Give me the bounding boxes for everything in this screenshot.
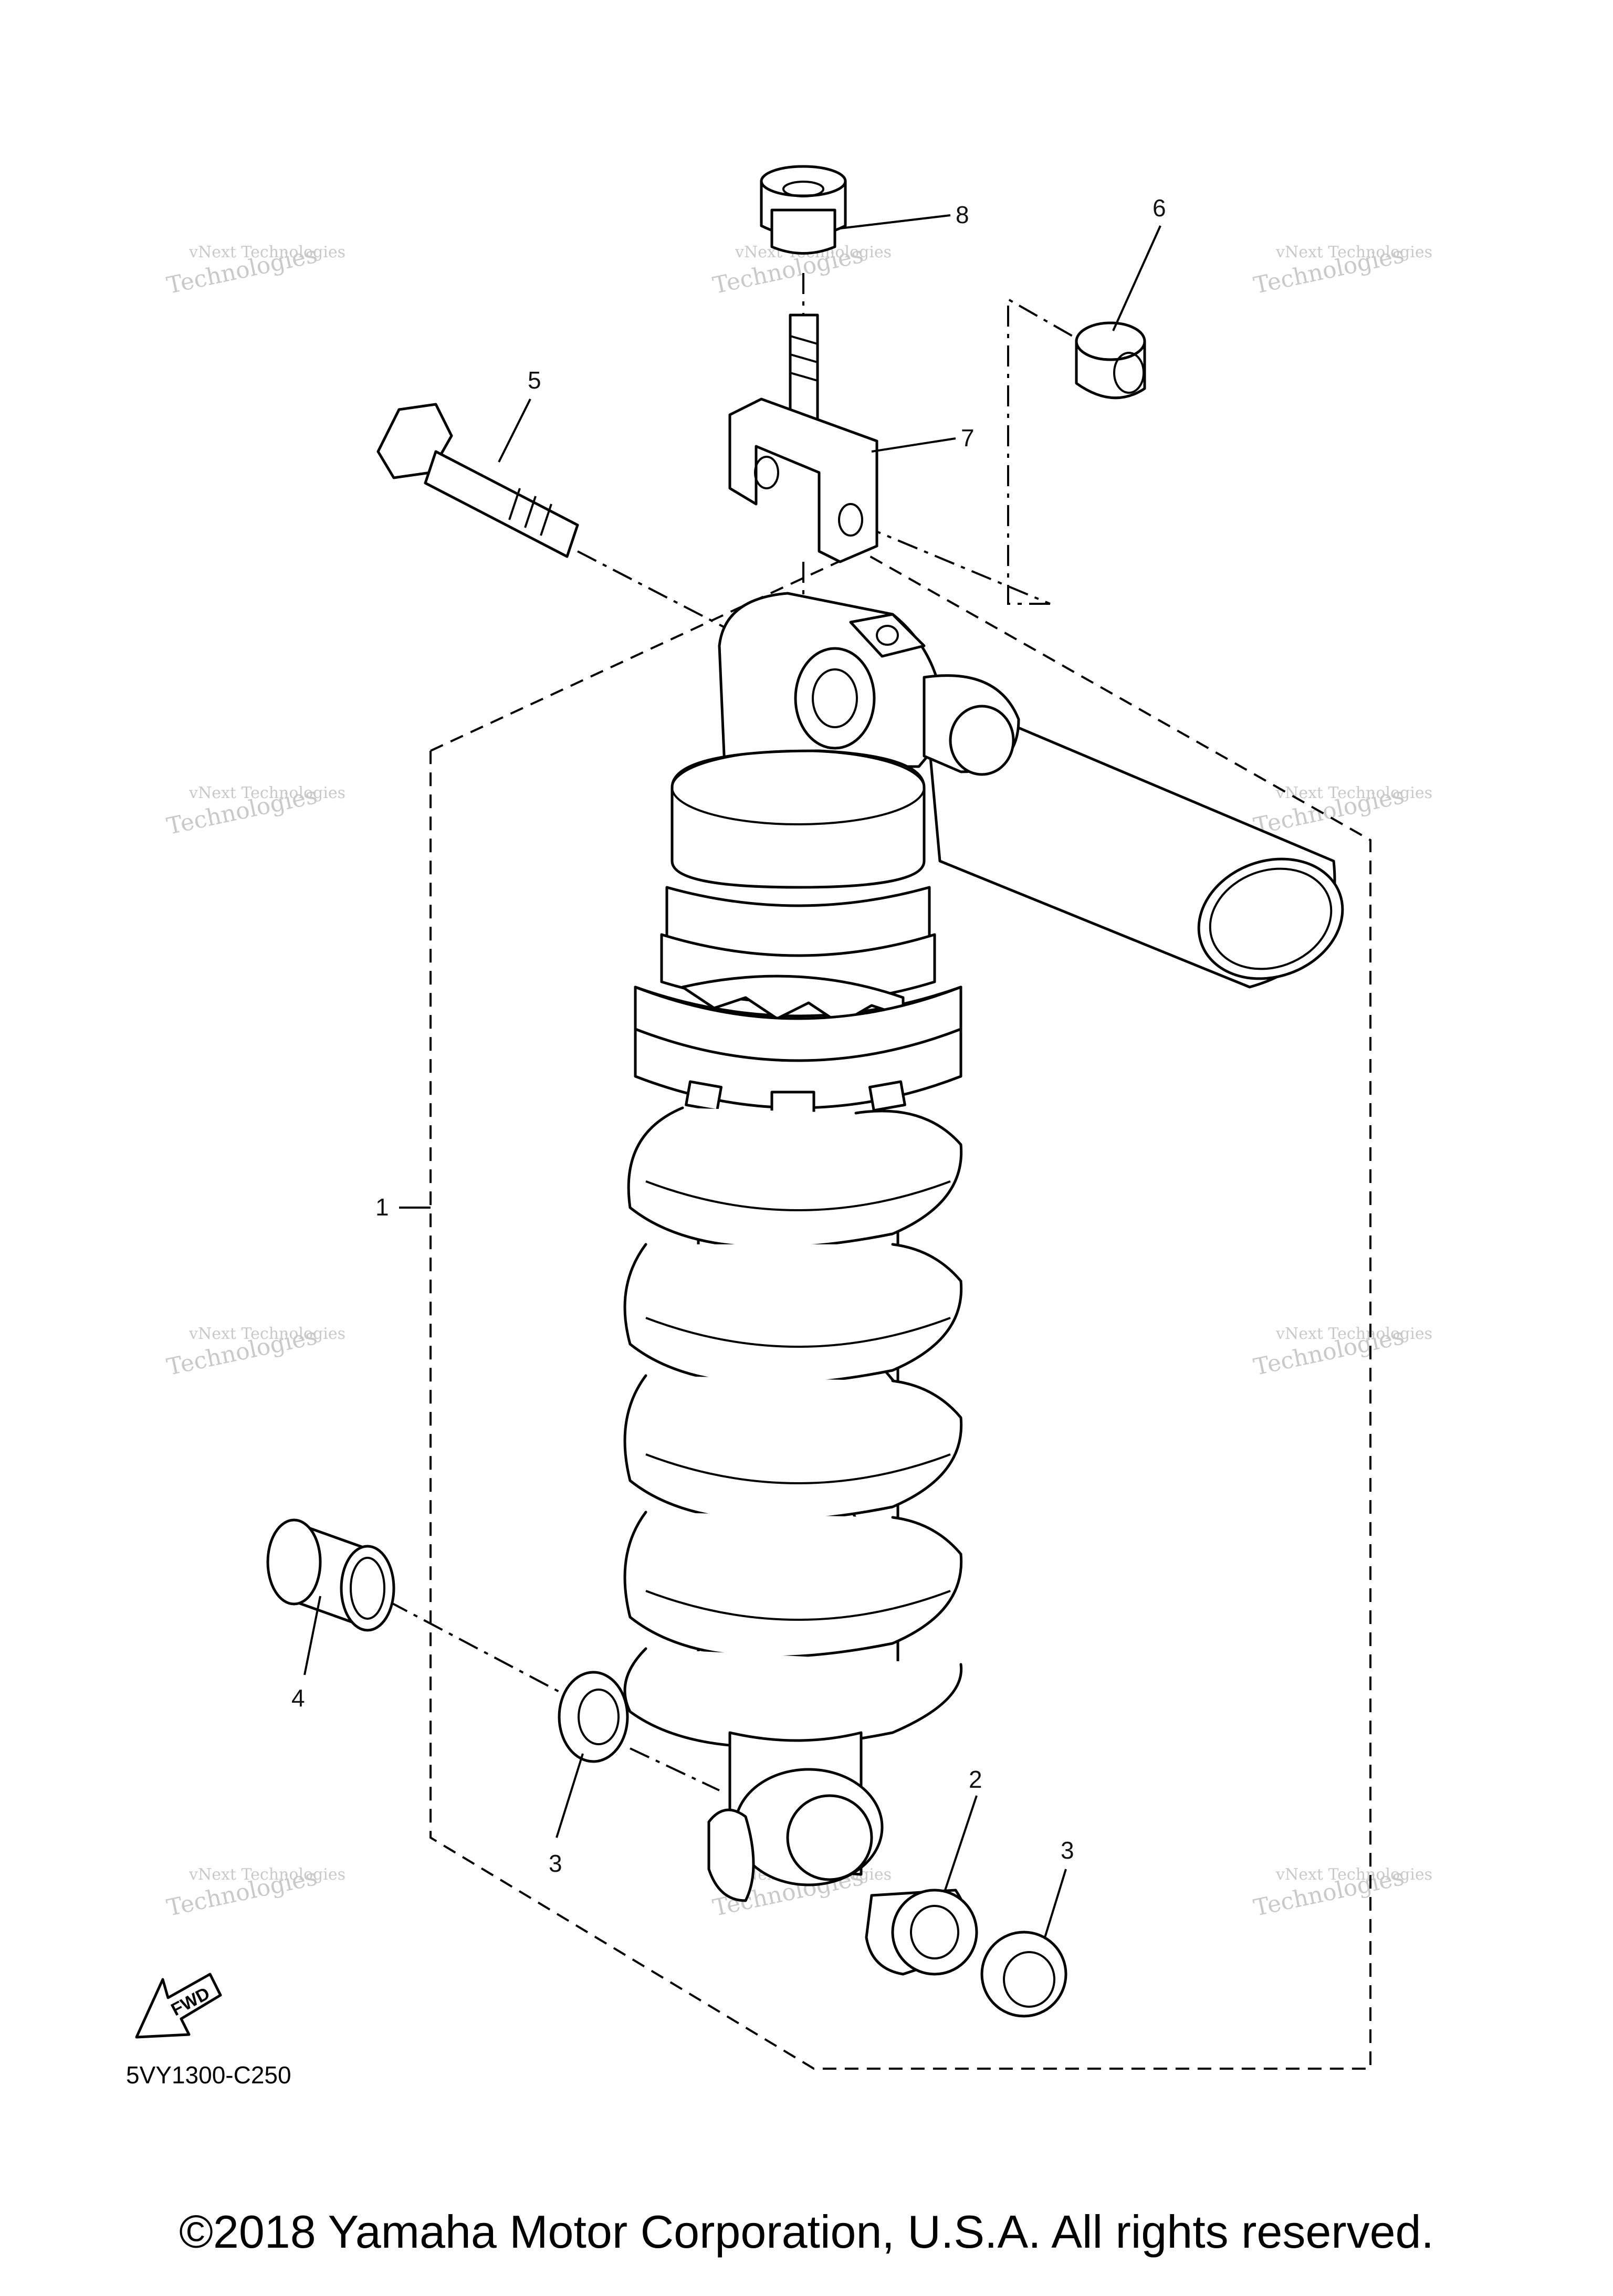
part-4-bearing bbox=[266, 1518, 395, 1632]
part-label-8: 8 bbox=[956, 201, 969, 228]
part-label-3-right: 3 bbox=[1061, 1837, 1074, 1864]
part-label-2: 2 bbox=[969, 1766, 982, 1793]
part-2-collar bbox=[865, 1889, 978, 1976]
watermark: vNext Technologies Technologies bbox=[1251, 782, 1432, 840]
callout-lines bbox=[303, 214, 1161, 1938]
svg-text:vNext Technologies: vNext Technologies bbox=[188, 243, 345, 261]
watermark: vNext Technologies Technologies bbox=[164, 1323, 345, 1381]
watermark: vNext Technologies Technologies bbox=[164, 1864, 345, 1922]
spring-coils bbox=[623, 1106, 963, 1748]
svg-text:vNext Technologies: vNext Technologies bbox=[1275, 1865, 1432, 1884]
watermark: vNext Technologies Technologies bbox=[164, 242, 345, 299]
part-6-nut bbox=[1075, 321, 1146, 400]
part-label-3-left: 3 bbox=[549, 1850, 562, 1877]
part-7-bracket bbox=[728, 313, 878, 563]
svg-text:vNext Technologies: vNext Technologies bbox=[1275, 1325, 1432, 1343]
part-label-7: 7 bbox=[961, 424, 975, 452]
part-1-rear-shock-absorber bbox=[623, 592, 1344, 1902]
svg-text:vNext Technologies: vNext Technologies bbox=[1275, 784, 1432, 802]
part-5-bolt bbox=[376, 403, 579, 558]
part-3-oil-seal-left bbox=[558, 1671, 629, 1763]
part-8-nut bbox=[760, 165, 847, 255]
copyright-notice: ©2018 Yamaha Motor Corporation, U.S.A. A… bbox=[179, 2206, 1434, 2258]
watermark: vNext Technologies Technologies bbox=[1251, 1323, 1432, 1381]
part-label-5: 5 bbox=[528, 366, 541, 394]
part-label-1: 1 bbox=[375, 1193, 389, 1221]
svg-text:vNext Technologies: vNext Technologies bbox=[188, 784, 345, 802]
svg-text:vNext Technologies: vNext Technologies bbox=[188, 1865, 345, 1884]
leader-lines bbox=[388, 273, 1082, 1791]
watermark: vNext Technologies Technologies bbox=[1251, 1864, 1432, 1922]
part-3-oil-seal-right bbox=[980, 1931, 1067, 2018]
part-label-4: 4 bbox=[291, 1684, 305, 1712]
part-label-6: 6 bbox=[1153, 194, 1166, 222]
part-labels: 8 6 5 7 1 4 3 2 3 bbox=[291, 194, 1166, 1877]
diagram-code: 5VY1300-C250 bbox=[126, 2061, 291, 2089]
svg-text:vNext Technologies: vNext Technologies bbox=[188, 1325, 345, 1343]
fwd-arrow-icon: FWD bbox=[135, 1973, 222, 2039]
watermark: vNext Technologies Technologies bbox=[164, 782, 345, 840]
watermark: vNext Technologies Technologies bbox=[1251, 242, 1432, 299]
svg-text:vNext Technologies: vNext Technologies bbox=[1275, 243, 1432, 261]
